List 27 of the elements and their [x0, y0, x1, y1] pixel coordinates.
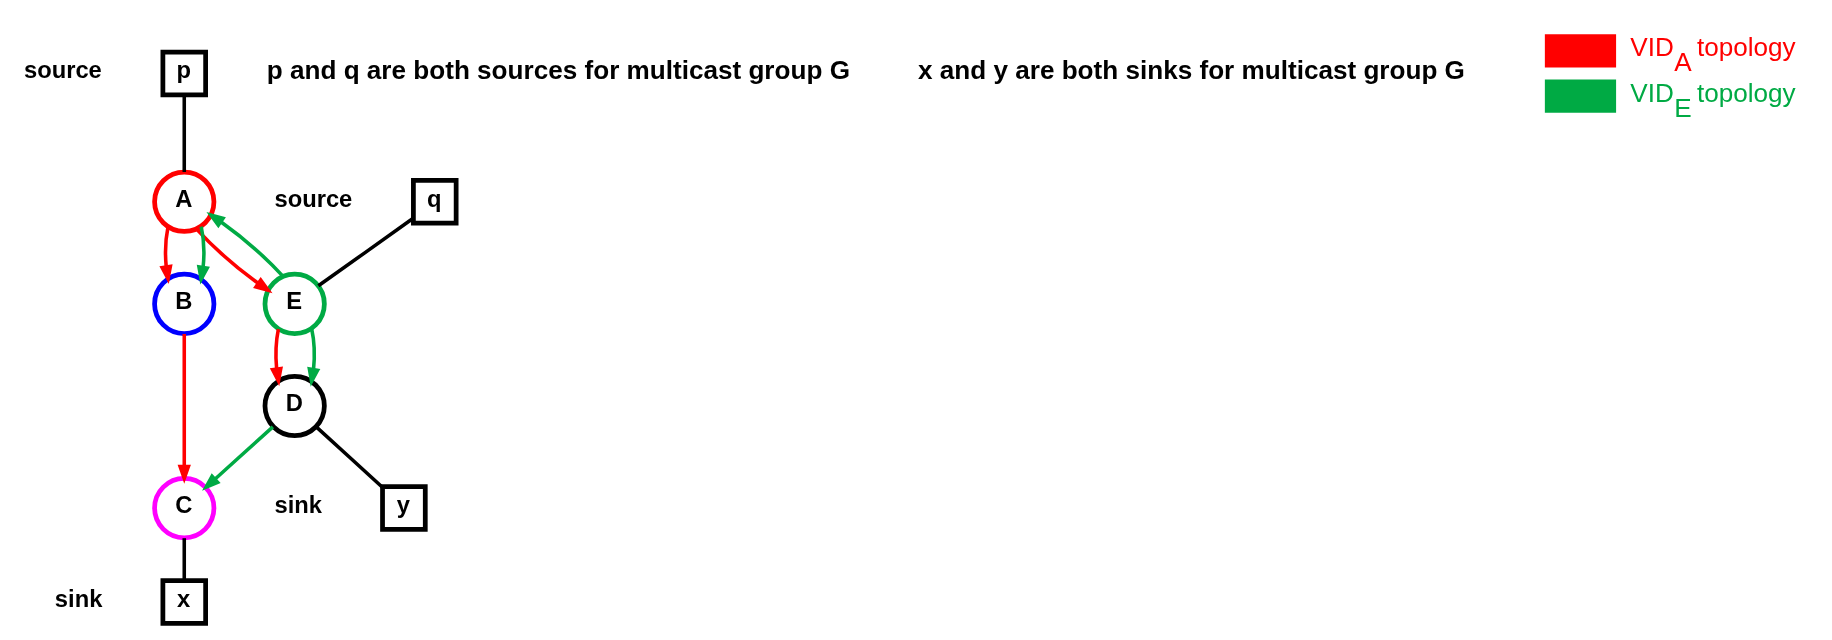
arrow	[306, 327, 320, 387]
node-circle: E	[262, 271, 327, 336]
label: x and y are both sinks for multicast group G	[917, 54, 1465, 85]
node-label: sink	[54, 585, 102, 612]
node-box: p	[160, 49, 208, 97]
node-label: sink	[273, 491, 322, 518]
connector	[182, 537, 186, 580]
connector	[182, 94, 186, 172]
arrow	[158, 226, 173, 284]
node-circle: C	[151, 475, 216, 540]
arrow	[201, 425, 274, 491]
label: p and q are both sources for multicast group G	[266, 54, 850, 85]
node-label: source	[23, 56, 102, 83]
node-circle: D	[262, 373, 327, 438]
arrow	[194, 227, 272, 293]
arrow	[196, 225, 210, 285]
connector	[314, 425, 384, 489]
node-label: source	[273, 185, 352, 212]
node-circle: A	[151, 169, 216, 234]
node-box: q	[410, 177, 458, 225]
arrow	[269, 328, 283, 386]
node-box: y	[379, 483, 428, 532]
connector	[316, 216, 414, 287]
arrow	[177, 333, 191, 484]
node-circle: B	[151, 271, 216, 336]
node-box: x	[160, 577, 208, 626]
arrow	[205, 211, 284, 278]
